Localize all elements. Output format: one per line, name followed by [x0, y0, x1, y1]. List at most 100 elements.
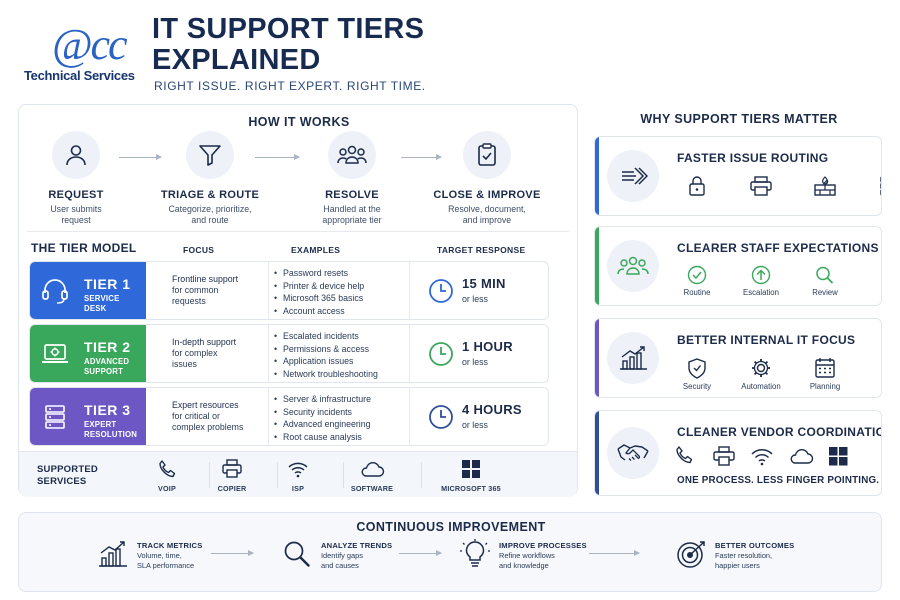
continuous-improvement-panel: CONTINUOUS IMPROVEMENT TRACK METRICS Vol… [18, 512, 882, 592]
card-title: BETTER INTERNAL IT FOCUS [677, 333, 856, 347]
focus-line: for complex [172, 348, 218, 359]
example-item: Server & infrastructure [274, 393, 409, 406]
card-accent [595, 411, 599, 495]
tier-examples: Escalated incidents Permissions & access… [268, 325, 410, 382]
page-title-line1: IT SUPPORT TIERS [152, 13, 425, 45]
tier-name: TIER 2 [84, 339, 131, 355]
tier-subtitle: SERVICE DESK [84, 294, 120, 313]
calendar-icon [801, 357, 849, 379]
card-accent [595, 137, 599, 215]
laptop-gear-icon [40, 339, 70, 369]
ci-step-desc: SLA performance [137, 560, 195, 570]
target-value: 4 HOURS [462, 402, 522, 417]
divider [421, 462, 422, 488]
why-card-expectations: CLEARER STAFF EXPECTATIONS Routine Escal… [594, 226, 882, 306]
clipboard-check-icon [463, 131, 511, 179]
example-item: Security incidents [274, 406, 409, 419]
microsoft-icon [825, 445, 851, 467]
server-icon [40, 402, 70, 432]
automation-item: Automation [737, 357, 785, 391]
how-it-works-title: HOW IT WORKS [248, 115, 350, 129]
tier-subtitle: RESOLUTION [84, 430, 138, 439]
target-value: 1 HOUR [462, 339, 513, 354]
tier-focus: Frontline support for common requests [172, 274, 264, 308]
cloud-icon [337, 458, 407, 480]
example-item: Network troubleshooting [274, 368, 409, 381]
example-item: Root cause analysis [274, 431, 409, 444]
divider [343, 462, 344, 488]
flow-arrow [255, 154, 300, 160]
funnel-icon [186, 131, 234, 179]
routing-arrows-icon [607, 150, 659, 202]
logo-mark: @cc [52, 20, 128, 69]
cloud-icon [787, 445, 815, 467]
step-desc: request [61, 215, 91, 225]
why-card-routing: FASTER ISSUE ROUTING [594, 136, 882, 216]
item-label: Security [682, 382, 712, 391]
review-item: Review [801, 265, 849, 297]
service-label: SOFTWARE [350, 484, 394, 493]
step-desc: User submits [50, 204, 102, 214]
magnifier-icon [281, 539, 313, 569]
target-sub: or less [462, 420, 488, 430]
routine-item: Routine [673, 265, 721, 297]
flow-arrow [211, 550, 254, 556]
tier-badge: TIER 1 SERVICE DESK [30, 262, 146, 319]
gear-icon [737, 357, 785, 379]
step-desc: Categorize, prioritize, [168, 204, 252, 214]
ci-step-desc: Identify gaps [321, 551, 363, 560]
printer-icon [197, 458, 267, 480]
card-title: CLEARER STAFF EXPECTATIONS [677, 241, 879, 255]
focus-line: complex problems [172, 422, 244, 433]
focus-line: requests [172, 296, 206, 307]
service-isp: ISP [263, 458, 333, 493]
escalation-item: Escalation [737, 265, 785, 297]
step-close: CLOSE & IMPROVE Resolve, document,and im… [422, 131, 552, 226]
item-label: Planning [809, 382, 841, 391]
search-icon [801, 265, 849, 285]
example-item: Permissions & access [274, 343, 409, 356]
step-name: CLOSE & IMPROVE [433, 189, 541, 201]
item-label: Automation [741, 382, 781, 391]
column-header-target: TARGET RESPONSE [437, 245, 526, 255]
flow-arrow [399, 550, 442, 556]
service-microsoft-365: MICROSOFT 365 [423, 458, 519, 493]
handshake-icon [607, 427, 659, 479]
services-title-line: SUPPORTED [37, 464, 98, 475]
page-title: IT SUPPORT TIERS EXPLAINED [152, 14, 424, 76]
security-item: Security [673, 357, 721, 391]
example-item: Microsoft 365 basics [274, 292, 409, 305]
phone-icon [132, 458, 202, 480]
why-tiers-title: WHY SUPPORT TIERS MATTER [640, 112, 838, 126]
ci-step-desc: Faster resolution, [715, 551, 773, 560]
ci-step-desc: Refine workflows [499, 551, 555, 560]
card-title: CLEANER VENDOR COORDINATION [677, 425, 882, 439]
tier-row-1: TIER 1 SERVICE DESK Frontline support fo… [29, 261, 549, 320]
card-accent [595, 319, 599, 397]
firewall-icon [801, 175, 849, 197]
example-item: Password resets [274, 267, 409, 280]
example-item: Printer & device help [274, 280, 409, 293]
server-icon [865, 175, 881, 197]
card-accent [595, 227, 599, 305]
tier-examples: Server & infrastructure Security inciden… [268, 388, 410, 445]
person-icon [52, 131, 100, 179]
target-sub: or less [462, 294, 488, 304]
step-desc: appropriate tier [322, 215, 382, 225]
divider [209, 462, 210, 488]
clock-icon [428, 341, 454, 367]
growth-chart-icon [607, 332, 659, 384]
example-item: Application issues [274, 355, 409, 368]
item-label: Escalation [743, 288, 779, 297]
step-desc: and improve [462, 215, 512, 225]
phone-icon [673, 445, 699, 467]
column-header-examples: EXAMPLES [291, 245, 341, 255]
service-label: MICROSOFT 365 [441, 484, 501, 493]
services-title-line: SERVICES [37, 476, 87, 487]
